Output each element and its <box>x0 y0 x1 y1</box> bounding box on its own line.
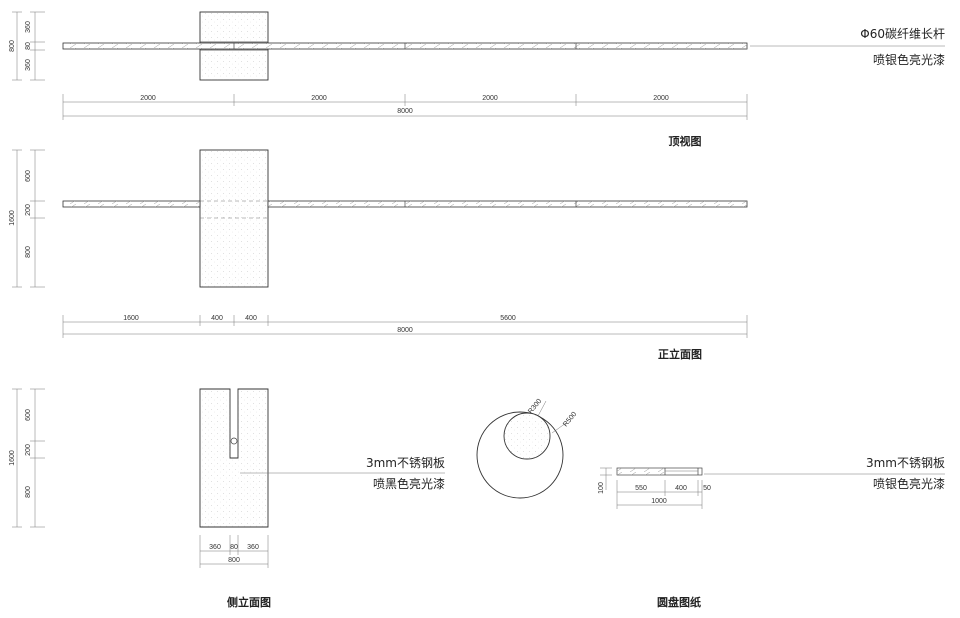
disc-callout-material: 3mm不锈钢板 <box>866 456 945 470</box>
top-callout-finish: 喷银色亮光漆 <box>873 52 945 67</box>
side-left-dimensions: 600 200 800 1600 <box>9 388 45 528</box>
side-dim-800: 800 <box>25 486 32 498</box>
side-callout-material: 3mm不锈钢板 <box>366 456 445 470</box>
side-rod-section <box>230 437 238 445</box>
disc-dim-total: 1000 <box>651 498 667 505</box>
top-dim-360a: 360 <box>25 21 32 33</box>
side-dim-80: 80 <box>230 544 238 551</box>
disc-view-caption: 圆盘图纸 <box>657 595 701 609</box>
side-dim-1600: 1600 <box>9 450 16 466</box>
disc-height-dim: 100 <box>598 482 605 494</box>
side-callout-finish: 喷黑色亮光漆 <box>373 476 445 491</box>
top-dim-2000-3: 2000 <box>482 95 498 102</box>
top-dim-2000-1: 2000 <box>140 95 156 102</box>
side-dim-360b: 360 <box>247 544 259 551</box>
top-callout-material: Φ60碳纤维长杆 <box>860 27 945 41</box>
disc-dim-550: 550 <box>635 485 647 492</box>
top-view: 360 80 360 800 Φ60碳纤维长杆 喷银色亮光漆 2000 <box>9 11 945 148</box>
top-dim-total: 8000 <box>397 108 413 115</box>
disc-dim-50: 50 <box>703 485 711 492</box>
front-bottom-dimensions: 1600 400 400 5600 8000 <box>62 315 748 338</box>
front-view-caption: 正立面图 <box>658 347 702 361</box>
front-dim-200: 200 <box>25 204 32 216</box>
top-dim-80: 80 <box>25 42 32 50</box>
front-dim-600: 600 <box>25 170 32 182</box>
side-view: 600 200 800 1600 3mm不锈钢板 喷黑色亮光漆 360 80 3… <box>9 388 445 609</box>
side-dim-200: 200 <box>25 444 32 456</box>
front-view: 600 200 800 1600 1600 400 400 5600 8000 <box>9 149 748 361</box>
side-bottom-dimensions: 360 80 360 800 <box>199 535 269 568</box>
top-dim-2000-2: 2000 <box>311 95 327 102</box>
side-dim-600: 600 <box>25 409 32 421</box>
top-bottom-dimensions: 2000 2000 2000 2000 8000 <box>62 94 748 120</box>
top-dim-800: 800 <box>9 40 16 52</box>
disc-bottom-dimensions: 550 400 50 1000 <box>616 480 711 509</box>
top-dim-360b: 360 <box>25 59 32 71</box>
front-dim-1600b: 1600 <box>123 315 139 322</box>
front-dim-400b: 400 <box>245 315 257 322</box>
front-dim-400a: 400 <box>211 315 223 322</box>
disc-radius-outer: R500 <box>562 411 578 428</box>
front-dim-1600: 1600 <box>9 210 16 226</box>
disc-callout-finish: 喷银色亮光漆 <box>873 476 945 491</box>
side-dim-total: 800 <box>228 557 240 564</box>
disc-radius-inner: R300 <box>527 398 543 415</box>
top-left-dimensions: 360 80 360 800 <box>9 11 45 81</box>
disc-dim-400: 400 <box>675 485 687 492</box>
side-dim-360a: 360 <box>209 544 221 551</box>
top-dim-2000-4: 2000 <box>653 95 669 102</box>
top-view-caption: 顶视图 <box>669 134 702 148</box>
disc-view: R300 R500 100 3mm不锈钢板 喷银色亮光漆 550 400 50 … <box>476 398 945 609</box>
front-dim-total: 8000 <box>397 327 413 334</box>
side-view-caption: 侧立面图 <box>227 595 271 609</box>
front-left-dimensions: 600 200 800 1600 <box>9 149 45 288</box>
front-dim-800: 800 <box>25 246 32 258</box>
front-dim-5600: 5600 <box>500 315 516 322</box>
